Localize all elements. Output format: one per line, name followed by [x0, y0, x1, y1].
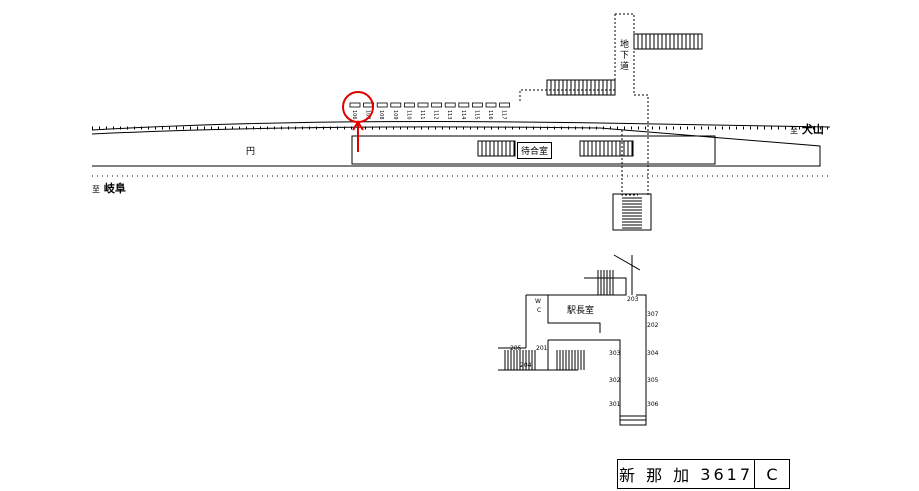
platform-item-label: 116: [487, 110, 493, 120]
room-label: 302: [609, 377, 621, 384]
platform-item-label: 111: [419, 110, 425, 120]
platform-item-box: [499, 102, 511, 108]
direction-prefix: 至: [790, 126, 798, 135]
station-name: 新 那 加: [619, 466, 693, 485]
platform-item-label: 106: [351, 110, 357, 120]
platform-item-label: 113: [446, 110, 452, 120]
room-label: 202: [647, 322, 659, 329]
station-code: 3617: [700, 464, 753, 484]
room-label: 201: [536, 345, 548, 352]
room-label: 301: [609, 401, 621, 408]
underpass-char: 地: [620, 40, 630, 50]
platform-item-box: [417, 102, 429, 108]
platform-item-label: 109: [392, 110, 398, 120]
room-label: 305: [647, 377, 659, 384]
direction-destination: 岐阜: [103, 182, 126, 195]
station-class: C: [766, 464, 778, 484]
direction-up: 至 犬山: [790, 121, 824, 137]
wc-label: C: [537, 307, 542, 314]
room-label: 304: [647, 350, 659, 357]
platform-item-label: 117: [501, 110, 507, 120]
direction-prefix: 至: [92, 185, 100, 194]
shelter-mark: 円: [246, 147, 256, 157]
platform-item-box: [485, 102, 497, 108]
underpass-label: 地下道: [620, 40, 629, 73]
platform-item-box: [444, 102, 456, 108]
underpass-char: 下: [620, 51, 630, 61]
station-name-cell: 新 那 加 3617: [618, 460, 755, 488]
stairs: [579, 140, 634, 157]
waiting-room-label: 待合室: [517, 142, 553, 159]
direction-destination: 犬山: [801, 123, 824, 136]
platform-item-box: [471, 102, 483, 108]
room-label: 307: [647, 311, 659, 318]
room-label: 303: [609, 350, 621, 357]
platform-item-box: [431, 102, 443, 108]
room-label: 306: [647, 401, 659, 408]
underpass-char: 道: [620, 62, 630, 72]
highlight-arrow-icon: [352, 120, 364, 152]
platform-item-label: 114: [460, 110, 466, 120]
platform-item-box: [349, 102, 361, 108]
platform-outline: [91, 126, 821, 167]
office-label: 駅長室: [567, 306, 595, 316]
direction-down: 至 岐阜: [92, 180, 126, 196]
platform-item-box: [458, 102, 470, 108]
stairs: [633, 33, 703, 50]
platform-item-label: 108: [378, 110, 384, 120]
platform-item-label: 107: [365, 110, 371, 120]
room-label: 204: [520, 362, 532, 369]
station-title-block: 新 那 加 3617 C: [617, 459, 790, 489]
platform-item-label: 115: [473, 110, 479, 120]
platform-item-label: 110: [405, 110, 411, 120]
underpass-outline: [519, 13, 649, 196]
building-outline: [498, 254, 647, 426]
track-upper: [91, 121, 831, 131]
platform-item-box: [403, 102, 415, 108]
platform-item-box: [390, 102, 402, 108]
room-label: 205: [510, 345, 522, 352]
stairs: [619, 415, 647, 426]
platform-shelter: [351, 135, 716, 165]
platform-item-label: 112: [433, 110, 439, 120]
room-label: 203: [627, 296, 639, 303]
stairs: [546, 79, 616, 96]
stairs: [612, 193, 652, 231]
platform-item-box: [376, 102, 388, 108]
wc-label: W: [535, 298, 541, 305]
stairs: [477, 140, 516, 157]
